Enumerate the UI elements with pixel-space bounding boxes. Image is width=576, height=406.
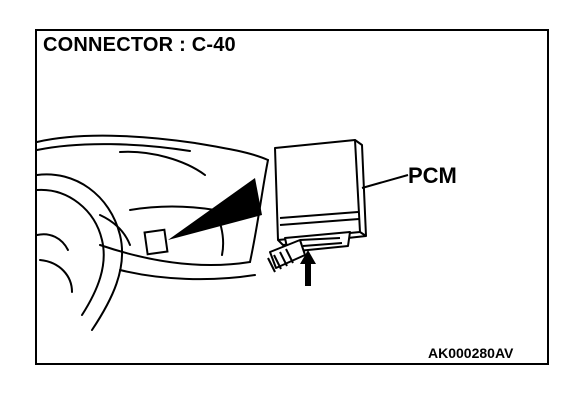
arrow-up-icon: [300, 250, 316, 286]
pcm-module: [274, 139, 367, 246]
pcm-label: PCM: [408, 163, 457, 188]
pcm-leader-line: [361, 174, 409, 189]
diagram-title: CONNECTOR : C-40: [43, 34, 236, 56]
connector-location-marker: [143, 178, 262, 256]
figure-code: AK000280AV: [428, 345, 514, 361]
pcm-harness-connector: [267, 231, 351, 273]
